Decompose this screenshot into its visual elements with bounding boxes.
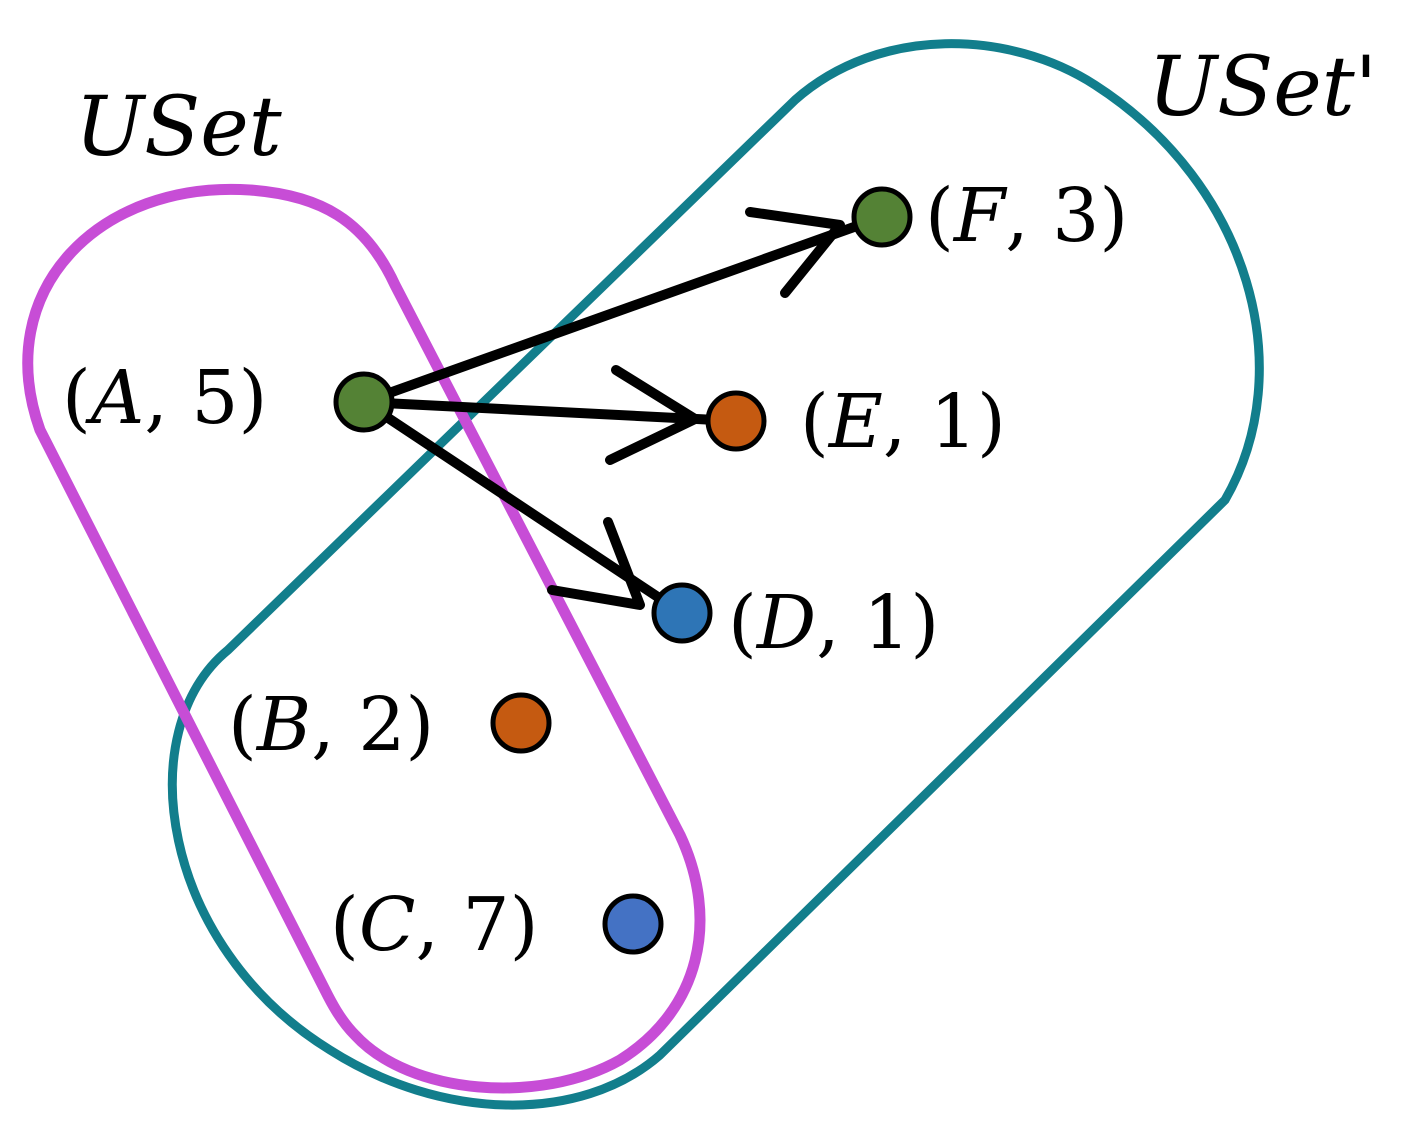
edge-a-to-f xyxy=(359,212,887,407)
node-c: (C, 7) xyxy=(330,882,664,968)
arrow-head-f xyxy=(745,207,845,298)
uset-label: USet xyxy=(75,80,283,175)
node-f: (F, 3) xyxy=(851,173,1128,259)
edge-a-to-e xyxy=(359,397,741,426)
node-f-label: (F, 3) xyxy=(925,173,1128,259)
node-e-dot xyxy=(705,390,767,452)
uset-prime-boundary xyxy=(167,39,1264,1110)
node-b-label: (B, 2) xyxy=(228,682,434,768)
node-d-label: (D, 1) xyxy=(728,580,939,666)
node-b: (B, 2) xyxy=(228,682,552,768)
node-c-label: (C, 7) xyxy=(330,882,539,968)
node-e-label: (E, 1) xyxy=(800,379,1006,465)
node-d-dot xyxy=(651,582,713,644)
node-d: (D, 1) xyxy=(651,580,939,666)
uset-boundary xyxy=(22,183,706,1094)
arrow-head-e xyxy=(605,365,700,465)
arrow-head-d xyxy=(547,517,645,610)
uset-prime-label: USet' xyxy=(1148,40,1377,135)
node-b-dot xyxy=(490,692,552,754)
node-a: (A, 5) xyxy=(62,355,395,441)
node-f-dot xyxy=(851,186,913,248)
node-e: (E, 1) xyxy=(705,379,1006,465)
node-a-label: (A, 5) xyxy=(62,355,267,441)
node-a-dot xyxy=(333,371,395,433)
node-c-dot xyxy=(602,893,664,955)
